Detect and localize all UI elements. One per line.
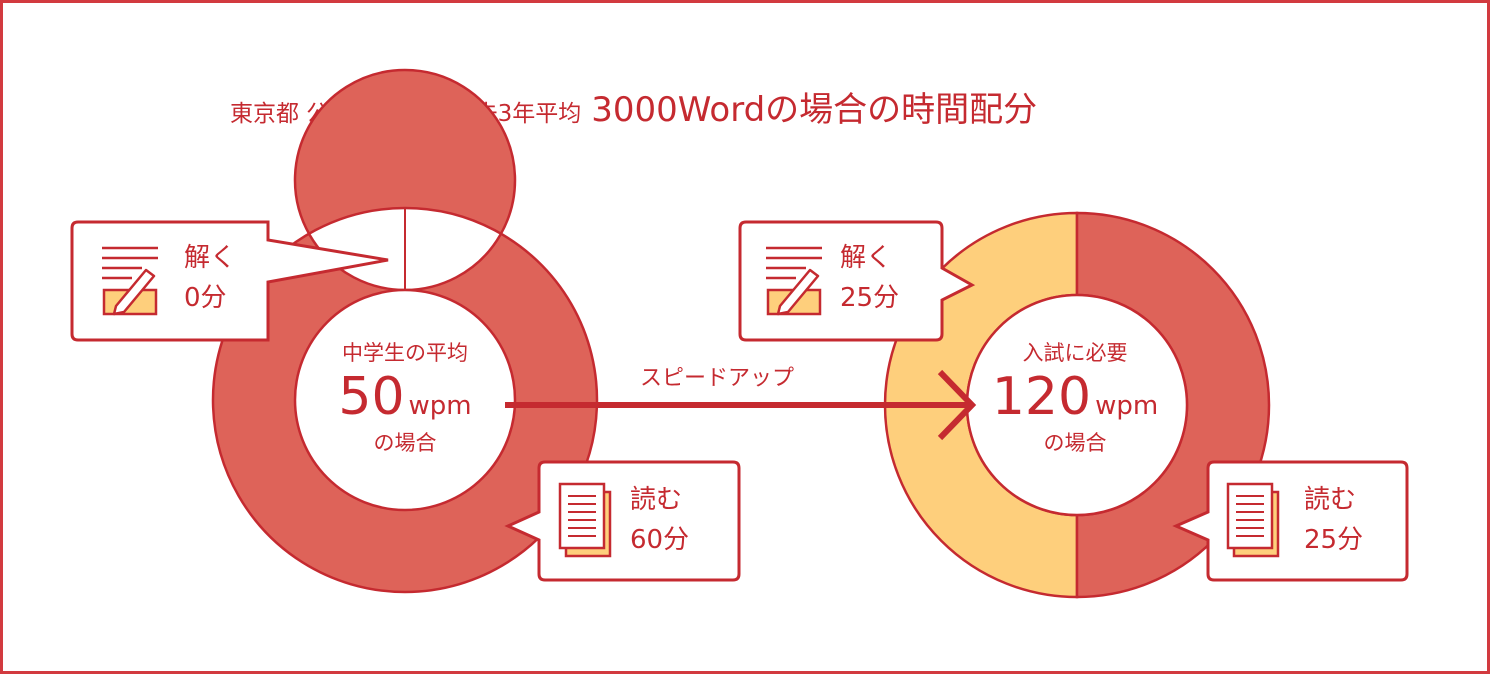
center-caption-avg: 中学生の平均 — [342, 341, 468, 365]
wpm-row-avg: 50 wpm — [305, 367, 505, 427]
wpm-unit-required: wpm — [1095, 391, 1159, 421]
center-caption-required: 入試に必要 — [1022, 341, 1128, 365]
solve-label-required: 解く — [840, 243, 893, 273]
wpm-unit-avg: wpm — [408, 391, 472, 421]
solve-value-avg: 0分 — [184, 283, 227, 313]
callout-solve-required — [738, 220, 976, 342]
center-label-avg: 中学生の平均 50 wpm の場合 — [305, 337, 505, 457]
center-suffix-required: の場合 — [1043, 431, 1107, 455]
wpm-number-required: 120 — [991, 367, 1092, 427]
wpm-number-avg: 50 — [338, 367, 405, 427]
center-suffix-avg: の場合 — [373, 431, 437, 455]
document-icon — [1226, 482, 1280, 558]
arrow-head — [937, 369, 977, 441]
callout-solve-avg-text: 解く 0分 — [184, 238, 236, 318]
donut-hole-0 — [293, 288, 517, 512]
callout-read-required-box — [1172, 460, 1409, 582]
pencil-note-icon — [766, 246, 822, 316]
document-icon — [558, 482, 612, 558]
solve-label-avg: 解く — [184, 243, 237, 273]
callout-read-avg-box — [504, 460, 741, 582]
callout-solve-avg — [70, 220, 389, 342]
speedup-label: スピードアップ — [640, 366, 795, 391]
callout-read-avg-text: 読む 60分 — [630, 480, 689, 560]
solve-value-required: 25分 — [840, 283, 900, 313]
callout-solve-required-text: 解く 25分 — [840, 238, 899, 318]
title-main: 3000Wordの場合の時間配分 — [591, 90, 1038, 130]
read-value-avg: 60分 — [630, 525, 690, 555]
read-label-required: 読む — [1304, 485, 1357, 515]
speedup-arrow — [505, 369, 977, 441]
read-value-required: 25分 — [1304, 525, 1364, 555]
center-label-required: 入試に必要 120 wpm の場合 — [975, 337, 1175, 457]
donut-chart-avg — [211, 68, 599, 594]
callout-read-required-text: 読む 25分 — [1304, 480, 1363, 560]
callout-read-avg — [504, 460, 741, 582]
callout-read-required — [1172, 460, 1409, 582]
read-label-avg: 読む — [630, 485, 683, 515]
pencil-note-icon — [102, 246, 158, 316]
wpm-row-required: 120 wpm — [975, 367, 1175, 427]
